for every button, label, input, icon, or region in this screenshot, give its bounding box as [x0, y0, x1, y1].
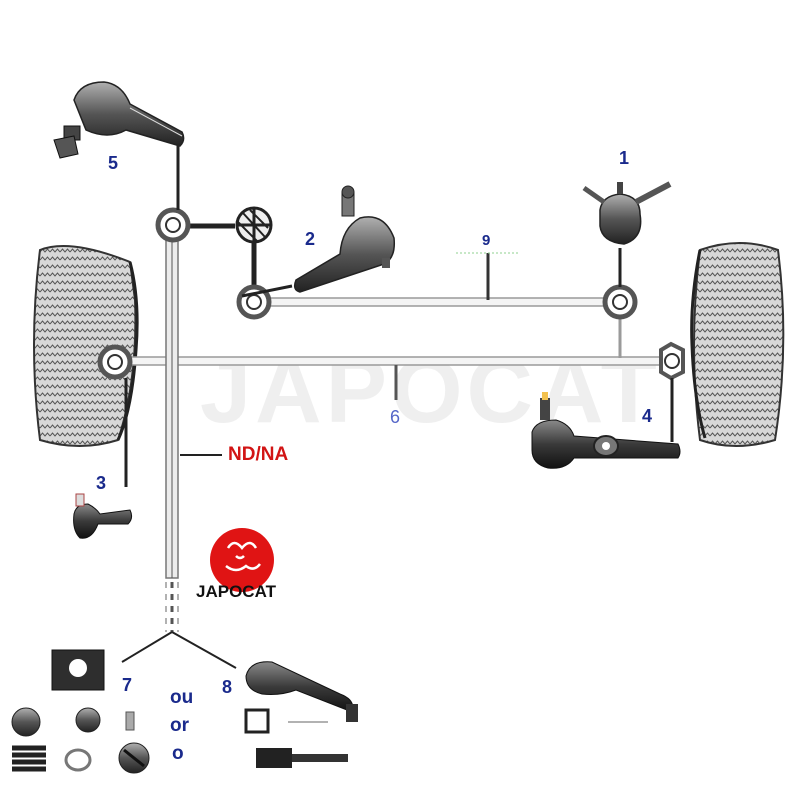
- label-ou: ou: [170, 687, 194, 708]
- label-part-2: 2: [305, 229, 316, 249]
- label-part-9: 9: [482, 232, 491, 249]
- label-nd-na: ND/NA: [228, 444, 289, 465]
- joint-eye-wheel-right: [659, 341, 685, 381]
- label-part-1: 1: [619, 148, 630, 168]
- label-part-5: 5: [108, 153, 119, 173]
- label-or: or: [170, 715, 189, 736]
- japocat-logo-text: JAPOCAT: [196, 582, 276, 601]
- label-part-3: 3: [96, 473, 107, 493]
- label-part-6: 6: [390, 407, 401, 427]
- part-8-pitman-arm: [244, 661, 358, 768]
- part-3-tie-rod-end: [73, 493, 133, 539]
- part-2-tie-rod-end: [293, 185, 396, 293]
- label-o: o: [172, 743, 184, 764]
- leader-lines: [121, 145, 674, 669]
- label-part-7: 7: [122, 675, 133, 695]
- right-wheel: [690, 242, 785, 447]
- part-5-tie-rod-end: [53, 81, 185, 159]
- part-4-tie-rod-end: [531, 392, 681, 469]
- label-part-4: 4: [642, 406, 653, 426]
- japocat-logo-mark: [210, 528, 274, 592]
- vertical-drag-link: [165, 237, 179, 632]
- joint-eye-wheel-left: [97, 344, 133, 380]
- joint-eye-mid-right: [602, 284, 638, 320]
- label-part-8: 8: [222, 677, 233, 697]
- part-7-bracket: [11, 649, 150, 774]
- upper-left-connection: [188, 206, 273, 290]
- part-1-ball-joint: [582, 181, 672, 245]
- joint-eye-top-left: [155, 207, 191, 243]
- tie-rod-6: [114, 356, 676, 400]
- center-rod-9: [251, 252, 622, 358]
